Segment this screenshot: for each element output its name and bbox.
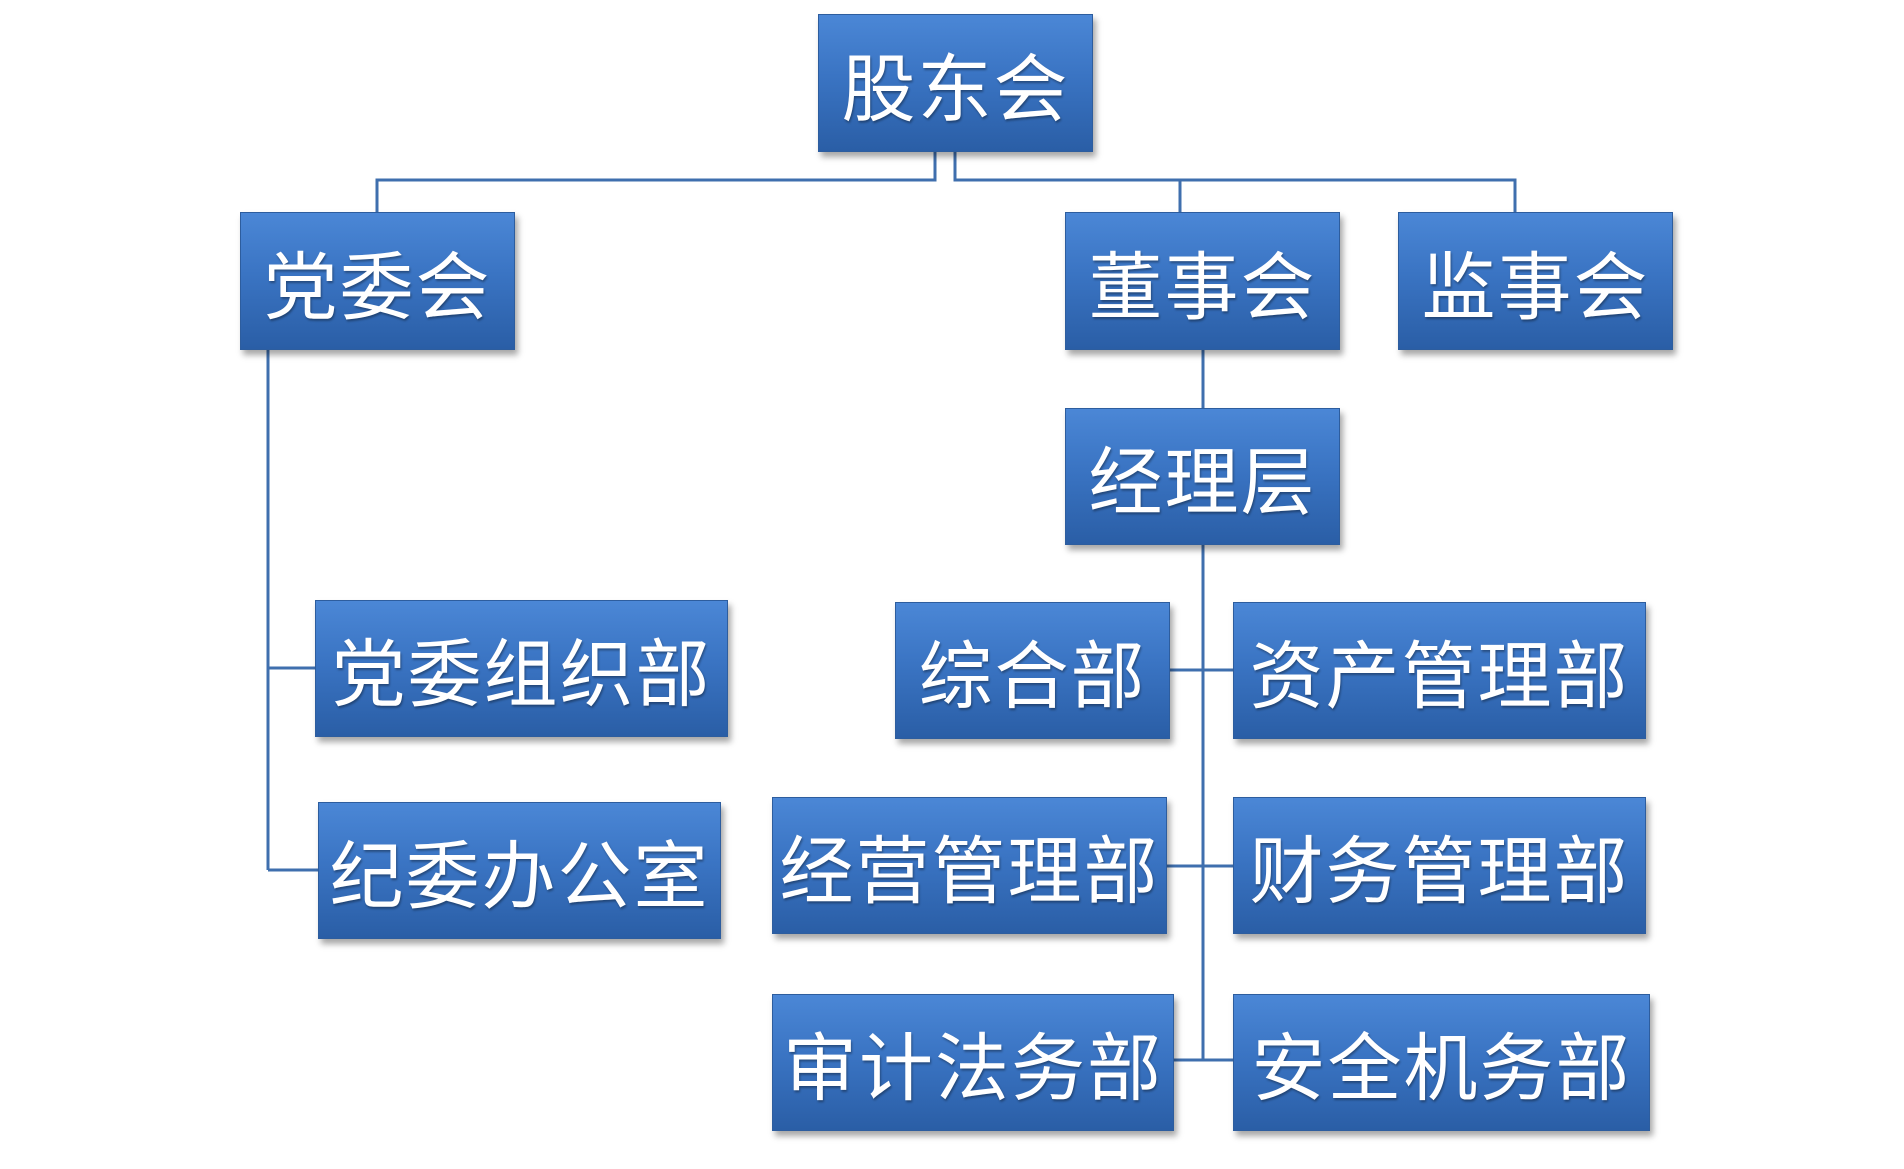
node-party-org-dept: 党委组织部 bbox=[315, 600, 728, 737]
connector-shareholders-board bbox=[953, 152, 1182, 212]
node-party-committee: 党委会 bbox=[240, 212, 515, 350]
node-safety-affairs-dept: 安全机务部 bbox=[1233, 994, 1650, 1131]
node-business-mgmt-dept: 经营管理部 bbox=[772, 797, 1167, 934]
node-management: 经理层 bbox=[1065, 408, 1340, 545]
connector-shareholders-supervisory bbox=[1180, 178, 1517, 212]
node-general-dept: 综合部 bbox=[895, 602, 1170, 739]
node-board: 董事会 bbox=[1065, 212, 1340, 350]
node-supervisory-board: 监事会 bbox=[1398, 212, 1673, 350]
connector-shareholders-party bbox=[375, 152, 937, 212]
node-asset-mgmt-dept: 资产管理部 bbox=[1233, 602, 1646, 739]
node-shareholders: 股东会 bbox=[818, 14, 1093, 152]
node-discipline-office: 纪委办公室 bbox=[318, 802, 721, 939]
node-audit-legal-dept: 审计法务部 bbox=[772, 994, 1174, 1131]
node-finance-mgmt-dept: 财务管理部 bbox=[1233, 797, 1646, 934]
